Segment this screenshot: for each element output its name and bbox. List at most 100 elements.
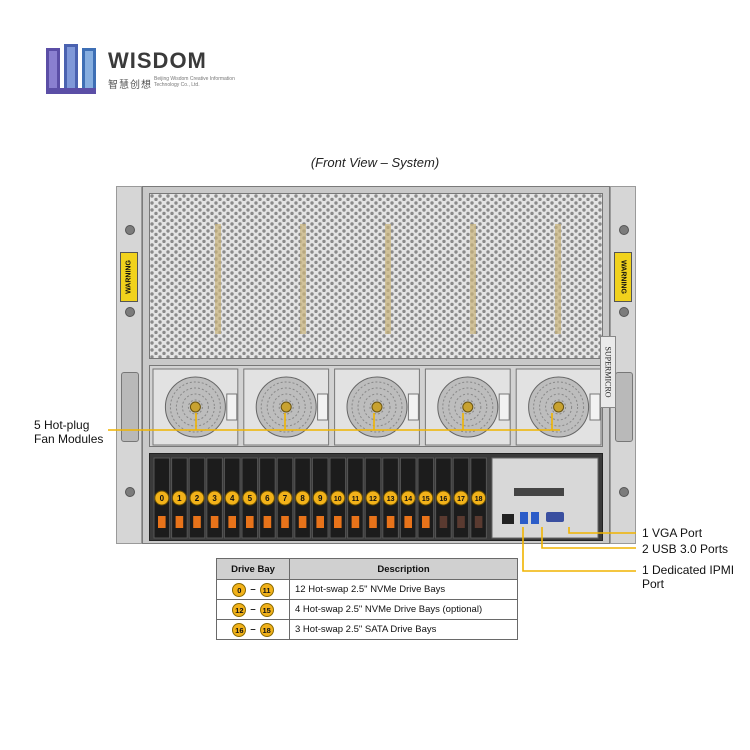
ipmi-port-label: 1 Dedicated IPMI Port bbox=[642, 563, 735, 591]
drive-bay: 6 bbox=[259, 457, 276, 539]
drive-bay: 10 bbox=[329, 457, 347, 539]
bay-range: 0–11 bbox=[216, 579, 290, 600]
io-panel bbox=[491, 457, 599, 539]
drive-bay: 0 bbox=[153, 457, 171, 539]
table-row: 0–11 12 Hot-swap 2.5" NVMe Drive Bays bbox=[216, 579, 518, 600]
wisdom-logo-mark-icon bbox=[46, 44, 96, 94]
bay-start-badge: 12 bbox=[232, 602, 247, 617]
drive-bay-number: 14 bbox=[404, 496, 412, 503]
header-drive-bay: Drive Bay bbox=[216, 558, 290, 580]
drive-bay: 4 bbox=[223, 457, 241, 539]
table-row: 12–15 4 Hot-swap 2.5" NVMe Drive Bays (o… bbox=[216, 599, 518, 620]
logo-brand-text: WISDOM bbox=[108, 48, 207, 73]
supermicro-plate: SUPERMICRO bbox=[600, 336, 616, 408]
vga-callout-line bbox=[568, 527, 636, 534]
drive-bay: 11 bbox=[347, 457, 364, 539]
bay-end-badge: 18 bbox=[259, 622, 274, 637]
drive-bay-number: 15 bbox=[422, 496, 430, 503]
drive-bay-number: 5 bbox=[248, 494, 253, 503]
bay-description: 3 Hot-swap 2.5" SATA Drive Bays bbox=[289, 619, 518, 640]
mounting-hole bbox=[619, 487, 629, 497]
drive-bay-table: Drive Bay Description 0–11 12 Hot-swap 2… bbox=[216, 558, 518, 640]
bay-end-badge: 11 bbox=[259, 582, 274, 597]
drive-bay: 1 bbox=[171, 457, 188, 539]
drive-bay-number: 13 bbox=[387, 496, 395, 503]
bay-description: 4 Hot-swap 2.5" NVMe Drive Bays (optiona… bbox=[289, 599, 518, 620]
drive-bay-number: 0 bbox=[160, 494, 165, 503]
fan-module bbox=[243, 368, 330, 446]
drive-bay: 9 bbox=[311, 457, 329, 539]
fan-modules-label: 5 Hot-plug Fan Modules bbox=[34, 418, 104, 446]
vga-port-label: 1 VGA Port bbox=[642, 526, 703, 540]
usb-callout-line bbox=[541, 527, 636, 549]
usb-port bbox=[531, 512, 539, 524]
header-description: Description bbox=[289, 558, 518, 580]
warning-label-right: WARNING bbox=[614, 252, 632, 302]
drive-bay-number: 6 bbox=[265, 494, 270, 503]
usb-ports-label: 2 USB 3.0 Ports bbox=[642, 542, 729, 556]
fan-module bbox=[515, 368, 602, 446]
left-rack-ear bbox=[116, 186, 142, 544]
table-header-row: Drive Bay Description bbox=[216, 558, 518, 580]
fan-module-row bbox=[149, 365, 603, 447]
drive-bay-number: 12 bbox=[369, 496, 377, 503]
honeycomb-grille-icon bbox=[150, 194, 602, 358]
drive-bay-number: 18 bbox=[475, 496, 483, 503]
drive-bay: 12 bbox=[364, 457, 382, 539]
bay-description: 12 Hot-swap 2.5" NVMe Drive Bays bbox=[289, 579, 518, 600]
ipmi-callout-line bbox=[522, 527, 636, 572]
drive-bay: 2 bbox=[188, 457, 206, 539]
drive-bay: 14 bbox=[399, 457, 417, 539]
drive-bay-number: 17 bbox=[457, 496, 465, 503]
figure-caption: (Front View – System) bbox=[310, 155, 440, 170]
drive-bay-number: 4 bbox=[230, 494, 235, 503]
logo-english-text: Beijing Wisdom Creative Information Tech… bbox=[154, 76, 235, 88]
bay-range: 16–18 bbox=[216, 619, 290, 640]
bay-range: 12–15 bbox=[216, 599, 290, 620]
mounting-hole bbox=[125, 307, 135, 317]
drive-bay-number: 16 bbox=[440, 496, 448, 503]
ipmi-port bbox=[502, 514, 514, 524]
drive-bay-number: 11 bbox=[352, 496, 360, 503]
mounting-hole bbox=[125, 487, 135, 497]
gpu-vent-grille bbox=[149, 193, 603, 359]
drive-bay-number: 9 bbox=[318, 494, 323, 503]
bay-start-badge: 16 bbox=[232, 622, 247, 637]
warning-label-left: WARNING bbox=[120, 252, 138, 302]
fan-module bbox=[334, 368, 420, 446]
drive-bay: 3 bbox=[206, 457, 223, 539]
drive-bay: 13 bbox=[382, 457, 399, 539]
drive-bay: 5 bbox=[241, 457, 259, 539]
mounting-hole bbox=[125, 225, 135, 235]
left-handle bbox=[121, 372, 139, 442]
mounting-hole bbox=[619, 307, 629, 317]
bay-start-badge: 0 bbox=[232, 582, 247, 597]
mounting-hole bbox=[619, 225, 629, 235]
fan-module bbox=[424, 368, 511, 446]
drive-bay: 18 bbox=[470, 457, 487, 539]
wisdom-logo: WISDOM 智慧创想 Beijing Wisdom Creative Info… bbox=[44, 42, 235, 100]
drive-bay-number: 10 bbox=[334, 496, 342, 503]
vga-port bbox=[546, 512, 564, 522]
drive-bay: 16 bbox=[435, 457, 452, 539]
drive-bay-number: 3 bbox=[212, 494, 217, 503]
drive-bay-number: 7 bbox=[283, 494, 288, 503]
table-row: 16–18 3 Hot-swap 2.5" SATA Drive Bays bbox=[216, 619, 518, 640]
drive-bay: 8 bbox=[294, 457, 311, 539]
fan-module bbox=[152, 368, 239, 446]
drive-bay-number: 8 bbox=[300, 494, 305, 503]
drive-bay-number: 2 bbox=[195, 494, 200, 503]
drive-bay: 17 bbox=[452, 457, 470, 539]
drive-bay: 7 bbox=[276, 457, 294, 539]
logo-chinese-text: 智慧创想 bbox=[108, 80, 152, 91]
usb-port bbox=[520, 512, 528, 524]
drive-bay-number: 1 bbox=[177, 494, 182, 503]
drive-bay: 15 bbox=[417, 457, 435, 539]
bay-end-badge: 15 bbox=[259, 602, 274, 617]
fan-modules-graphic bbox=[152, 368, 602, 446]
